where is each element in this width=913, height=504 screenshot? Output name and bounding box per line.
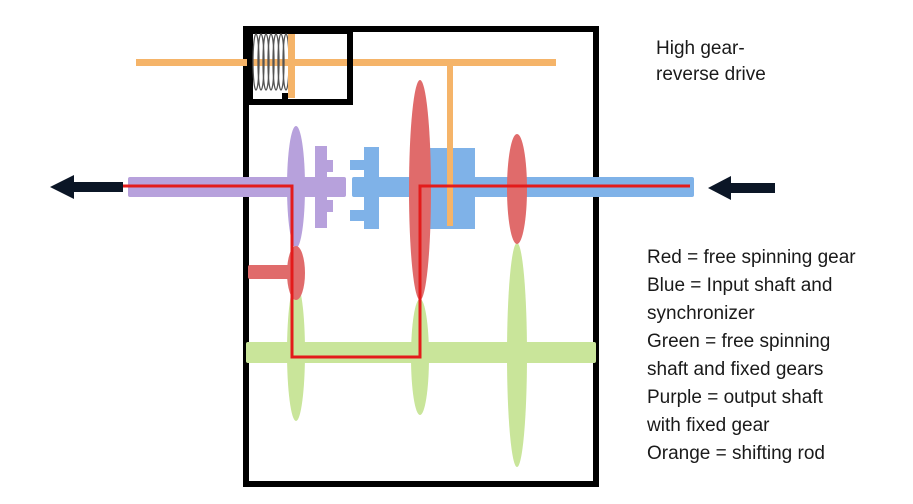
- output-dog-clutch: [315, 146, 333, 228]
- reverse-idler-shaft: [248, 265, 298, 279]
- legend-item: with fixed gear: [647, 415, 770, 436]
- title-line-2: reverse drive: [656, 64, 766, 85]
- input-arrow-icon: [708, 176, 775, 200]
- legend-item: shaft and fixed gears: [647, 359, 824, 380]
- countershaft-gear-1: [287, 283, 305, 421]
- shifting-rod: [136, 59, 556, 66]
- title-line-1: High gear-: [656, 38, 745, 59]
- shifting-fork: [447, 62, 453, 226]
- legend-item: Blue = Input shaft and: [647, 275, 833, 296]
- detent-spring: [252, 33, 290, 91]
- output-arrow-icon: [50, 175, 123, 199]
- countershaft-gear-3: [507, 243, 527, 467]
- legend-item: synchronizer: [647, 303, 755, 324]
- free-gear-input: [507, 134, 527, 244]
- input-synchronizer: [350, 147, 379, 229]
- diagram-title: High gear- reverse drive: [656, 36, 766, 88]
- detent-box: [247, 28, 353, 105]
- legend-item: Green = free spinning: [647, 331, 831, 352]
- power-flow-path: [115, 184, 690, 359]
- legend-item: Orange = shifting rod: [647, 443, 825, 464]
- gearbox-housing: [243, 26, 599, 487]
- legend: Red = free spinning gear Blue = Input sh…: [647, 244, 856, 468]
- detent-plunger: [288, 34, 295, 98]
- legend-item: Red = free spinning gear: [647, 247, 856, 268]
- detent-ball: [282, 93, 288, 100]
- legend-item: Purple = output shaft: [647, 387, 823, 408]
